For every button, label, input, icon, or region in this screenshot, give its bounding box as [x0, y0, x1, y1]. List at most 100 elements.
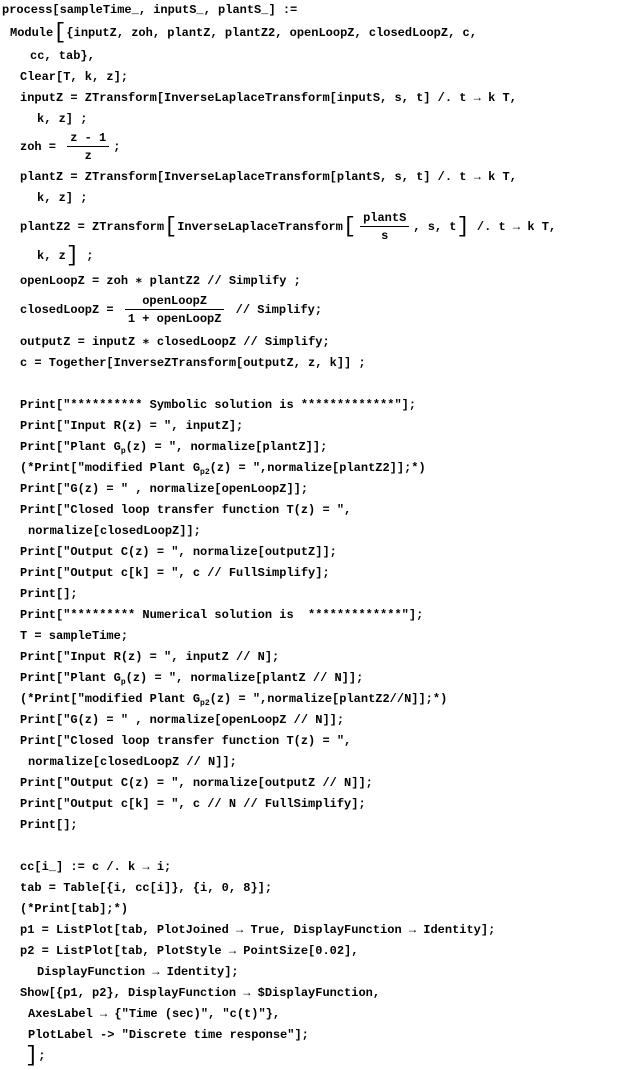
code-text: p2 = ListPlot[tab, PlotStyle → PointSize… — [20, 944, 359, 958]
fraction: plantS s — [360, 211, 410, 243]
code-line[interactable]: (*Print["modified Plant Gp2(z) = ",norma… — [20, 692, 447, 711]
code-text: Print["********** Symbolic solution is *… — [20, 398, 417, 412]
code-text: Print["G(z) = " , normalize[openLoopZ]]; — [20, 482, 309, 496]
code-text: Print["Output c[k] = ", c // N // FullSi… — [20, 797, 366, 811]
denominator: z — [84, 149, 92, 163]
code-line[interactable]: T = sampleTime; — [20, 629, 128, 643]
code-text: InverseLaplaceTransform — [177, 220, 343, 235]
code-line[interactable]: plantZ2 = ZTransform[InverseLaplaceTrans… — [20, 211, 556, 243]
code-line[interactable]: Print["Output c[k] = ", c // N // FullSi… — [20, 797, 366, 811]
code-line[interactable]: ]; — [25, 1045, 46, 1067]
code-text: Print[]; — [20, 818, 78, 832]
code-text: k, z — [37, 249, 66, 264]
code-line[interactable]: AxesLabel → {"Time (sec)", "c(t)"}, — [28, 1007, 280, 1021]
code-line[interactable]: Show[{p1, p2}, DisplayFunction → $Displa… — [20, 986, 380, 1000]
code-line[interactable]: Print[]; — [20, 587, 78, 601]
code-text: (*Print["modified Plant G — [20, 461, 201, 475]
code-line[interactable]: Print["Output C(z) = ", normalize[output… — [20, 545, 337, 559]
code-line[interactable]: normalize[closedLoopZ]]; — [28, 524, 201, 538]
code-text: PlotLabel -> "Discrete time response"]; — [28, 1028, 309, 1042]
numerator: plantS — [360, 211, 410, 227]
code-line[interactable]: (*Print["modified Plant Gp2(z) = ",norma… — [20, 461, 426, 480]
code-text: Print["Closed loop transfer function T(z… — [20, 503, 352, 517]
code-text: {inputZ, zoh, plantZ, plantZ2, openLoopZ… — [66, 26, 477, 41]
code-line[interactable]: Clear[T, k, z]; — [20, 70, 128, 84]
code-line[interactable]: Print["Closed loop transfer function T(z… — [20, 734, 351, 748]
code-line[interactable]: outputZ = inputZ ∗ closedLoopZ // Simpli… — [20, 335, 330, 349]
code-line[interactable]: inputZ = ZTransform[InverseLaplaceTransf… — [20, 91, 517, 105]
subscript: p — [120, 447, 126, 456]
code-line[interactable]: Print["Input R(z) = ", inputZ]; — [20, 419, 243, 433]
bracket: [ — [342, 214, 357, 239]
code-line[interactable]: c = Together[InverseZTransform[outputZ, … — [20, 356, 366, 370]
code-line[interactable]: Module[{inputZ, zoh, plantZ, plantZ2, op… — [10, 22, 477, 44]
code-text: tab = Table[{i, cc[i]}, {i, 0, 8}]; — [20, 881, 273, 895]
code-text: Print["Plant G — [20, 671, 121, 685]
code-line[interactable]: DisplayFunction → Identity]; — [37, 965, 239, 979]
code-line[interactable]: k, z] ; — [37, 245, 94, 267]
code-text: Print["Output C(z) = ", normalize[output… — [20, 545, 337, 559]
code-text: Module — [10, 26, 54, 41]
numerator: openLoopZ — [124, 294, 225, 310]
bracket: ] — [25, 1043, 39, 1068]
code-line[interactable]: Print["Plant Gp(z) = ", normalize[plantZ… — [20, 440, 327, 459]
code-text: zoh = — [20, 140, 64, 155]
bracket: ] — [456, 214, 470, 239]
code-line[interactable]: k, z] ; — [37, 191, 87, 205]
numerator: z - 1 — [67, 131, 110, 147]
code-line[interactable]: plantZ = ZTransform[InverseLaplaceTransf… — [20, 170, 517, 184]
code-text: Print["Input R(z) = ", inputZ]; — [20, 419, 244, 433]
code-text: Clear[T, k, z]; — [20, 70, 129, 84]
code-text: Print["Closed loop transfer function T(z… — [20, 734, 352, 748]
code-line[interactable]: Print["Closed loop transfer function T(z… — [20, 503, 351, 517]
code-line[interactable]: Print["Output C(z) = ", normalize[output… — [20, 776, 373, 790]
code-line[interactable]: cc, tab}, — [30, 49, 95, 63]
code-line[interactable]: Print[]; — [20, 818, 78, 832]
code-text: (*Print["modified Plant G — [20, 692, 201, 706]
code-text: Print["********* Numerical solution is *… — [20, 608, 424, 622]
code-text: AxesLabel → {"Time (sec)", "c(t)"}, — [28, 1007, 281, 1021]
code-line[interactable]: p1 = ListPlot[tab, PlotJoined → True, Di… — [20, 923, 495, 937]
code-line[interactable]: Print["********** Symbolic solution is *… — [20, 398, 416, 412]
code-text: k, z] ; — [37, 191, 88, 205]
code-line[interactable]: Print["Input R(z) = ", inputZ // N]; — [20, 650, 279, 664]
code-text: (z) = ",normalize[plantZ2]];*) — [209, 461, 426, 475]
code-line[interactable]: tab = Table[{i, cc[i]}, {i, 0, 8}]; — [20, 881, 272, 895]
denominator: s — [381, 229, 389, 243]
code-line[interactable]: normalize[closedLoopZ // N]]; — [28, 755, 237, 769]
code-text: normalize[closedLoopZ]]; — [28, 524, 201, 538]
code-line[interactable]: Print["G(z) = " , normalize[openLoopZ]]; — [20, 482, 308, 496]
code-line[interactable]: Print["Plant Gp(z) = ", normalize[plantZ… — [20, 671, 363, 690]
code-line[interactable]: process[sampleTime_, inputS_, plantS_] :… — [2, 3, 297, 17]
code-line[interactable]: openLoopZ = zoh ∗ plantZ2 // Simplify ; — [20, 274, 301, 288]
code-text: k, z] ; — [37, 112, 88, 126]
code-line[interactable]: Print["G(z) = " , normalize[openLoopZ //… — [20, 713, 344, 727]
denominator: 1 + openLoopZ — [127, 312, 222, 326]
code-text: T = sampleTime; — [20, 629, 129, 643]
code-line[interactable]: k, z] ; — [37, 112, 87, 126]
code-line[interactable]: Print["Output c[k] = ", c // FullSimplif… — [20, 566, 330, 580]
code-text: plantZ = ZTransform[InverseLaplaceTransf… — [20, 170, 517, 184]
code-text: cc[i_] := c /. k → i; — [20, 860, 172, 874]
code-line[interactable]: (*Print[tab];*) — [20, 902, 128, 916]
code-line[interactable]: Print["********* Numerical solution is *… — [20, 608, 423, 622]
code-text: inputZ = ZTransform[InverseLaplaceTransf… — [20, 91, 517, 105]
code-text: ; — [38, 1049, 46, 1064]
code-text: outputZ = inputZ ∗ closedLoopZ // Simpli… — [20, 335, 330, 349]
code-text: cc, tab}, — [30, 49, 95, 63]
subscript: p — [120, 678, 126, 687]
code-text: Print["Plant G — [20, 440, 121, 454]
code-text: normalize[closedLoopZ // N]]; — [28, 755, 237, 769]
code-line[interactable]: PlotLabel -> "Discrete time response"]; — [28, 1028, 309, 1042]
code-text: Print["Input R(z) = ", inputZ // N]; — [20, 650, 280, 664]
fraction: z - 1 z — [67, 131, 110, 163]
code-line[interactable]: cc[i_] := c /. k → i; — [20, 860, 171, 874]
code-line[interactable]: p2 = ListPlot[tab, PlotStyle → PointSize… — [20, 944, 358, 958]
code-text: process[sampleTime_, inputS_, plantS_] :… — [2, 3, 298, 17]
code-text: DisplayFunction → Identity]; — [37, 965, 239, 979]
code-text: (*Print[tab];*) — [20, 902, 129, 916]
code-text: ; — [79, 249, 94, 264]
